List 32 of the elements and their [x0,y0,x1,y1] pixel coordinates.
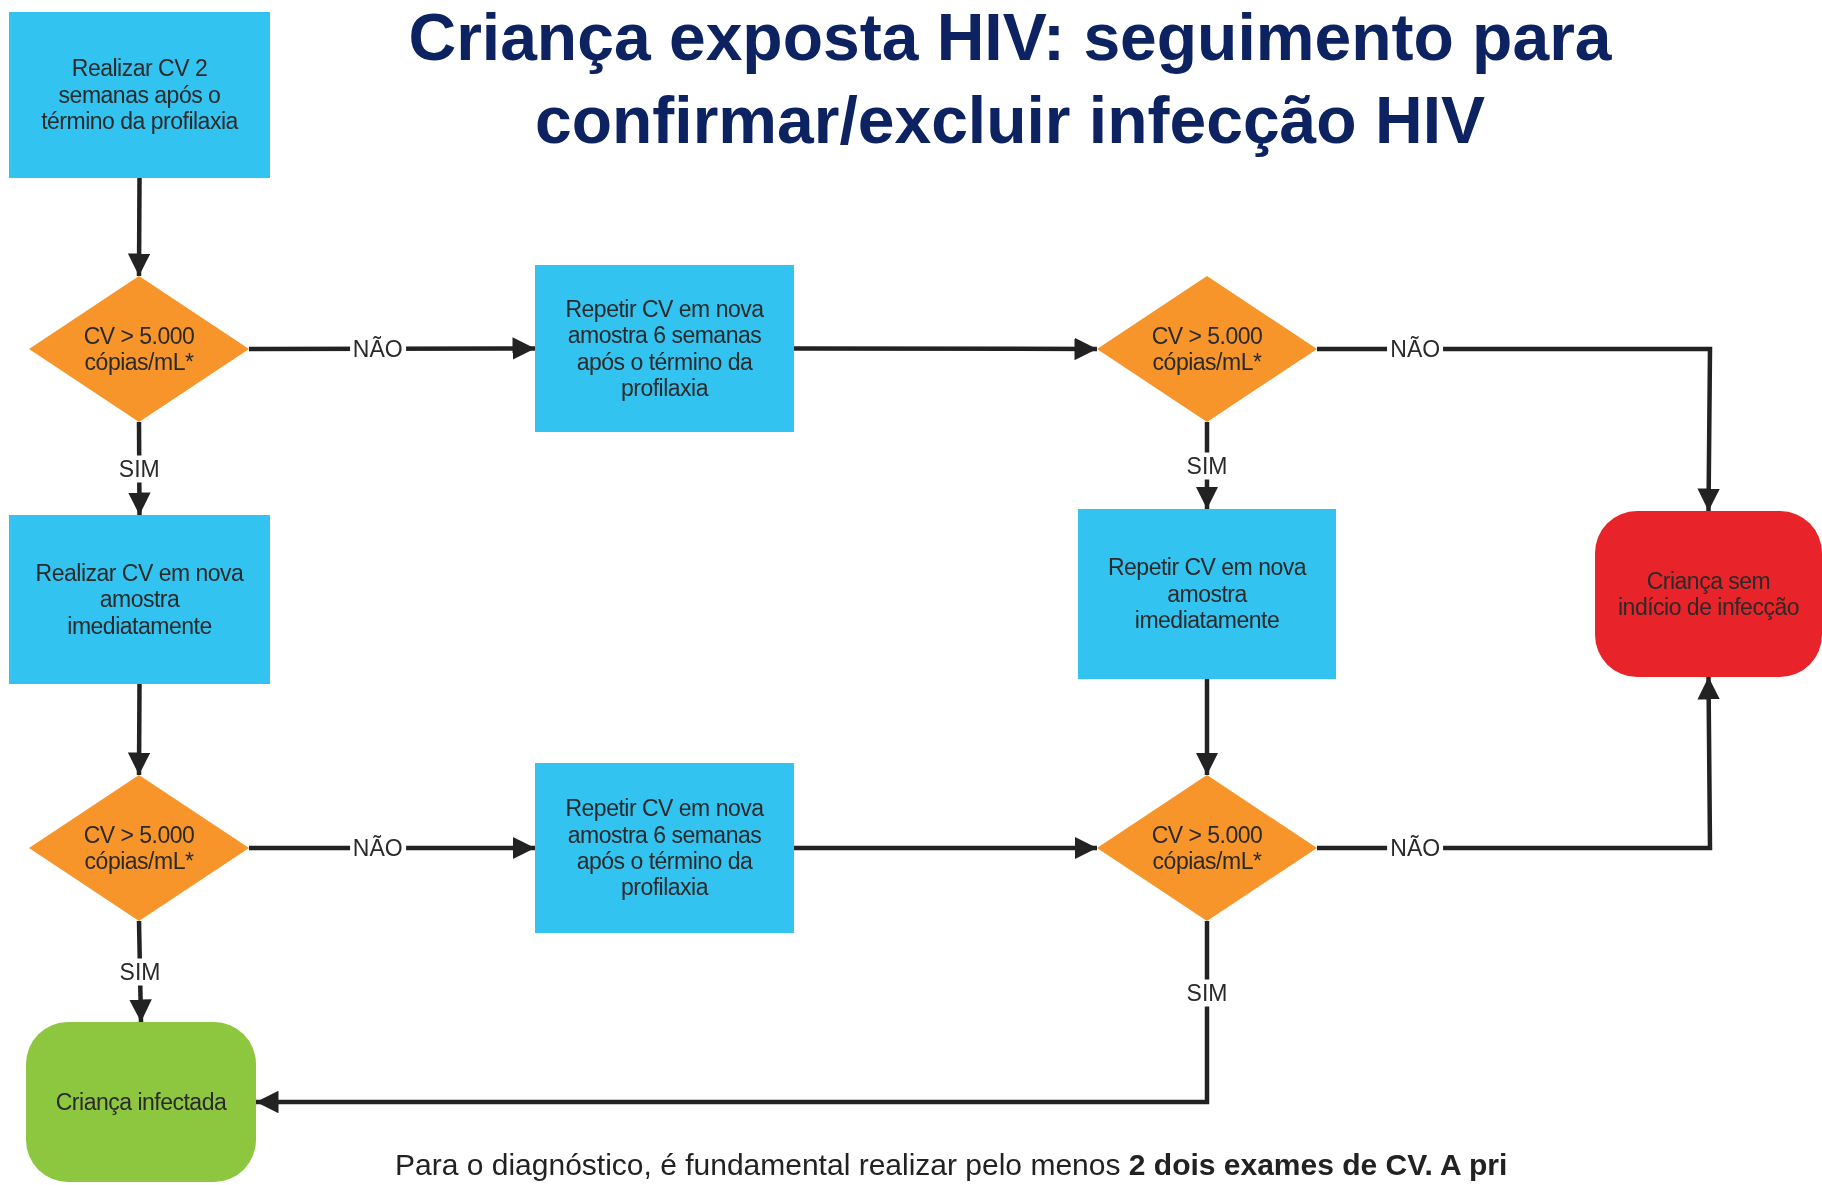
box-text: Repetir CV em nova amostra 6 semanas após o término da profilaxia [564,295,765,402]
arrow [1317,677,1720,851]
process-box [1078,509,1336,679]
box-text: Realizar CV em nova amostra imediatamente [34,559,245,640]
outcome-box [26,1022,256,1182]
decision-text: CV > 5.000 cópias/mL* [1150,322,1264,376]
arrow [794,836,1097,860]
process-box [9,12,270,178]
box-text: Repetir CV em nova amostra imediatamente [1106,554,1308,634]
arrow [127,178,151,276]
decision-diamond [1097,775,1317,921]
arrow [794,337,1097,361]
decision-text: CV > 5.000 cópias/mL* [1150,821,1264,875]
arrow [1317,346,1720,511]
decision-text: CV > 5.000 cópias/mL* [82,821,196,875]
box-text: Criança sem indício de infecção [1617,567,1800,621]
arrow [1195,679,1219,775]
arrow [256,921,1210,1114]
box-text: Realizar CV 2 semanas após o término da profilaxia [40,55,240,135]
note-text: Para o diagnóstico, é fundamental realizar pelo menos 2 dois exames de CV. A pri [395,1148,1508,1182]
decision-diamond [29,775,249,921]
box-text: Criança infectada [55,1088,227,1116]
box-text: Repetir CV em nova amostra 6 semanas após o término da profilaxia [564,795,765,901]
outcome-box [1595,511,1822,677]
arrow [127,684,151,775]
process-box [9,515,270,684]
title: Criança exposta HIV: seguimento para confirmar/excluir infecção HIV [407,0,1613,159]
decision-diamond [29,276,249,422]
process-box [535,763,794,933]
decision-diamond [1097,276,1317,422]
decision-text: CV > 5.000 cópias/mL* [82,322,196,376]
process-box [535,265,794,432]
